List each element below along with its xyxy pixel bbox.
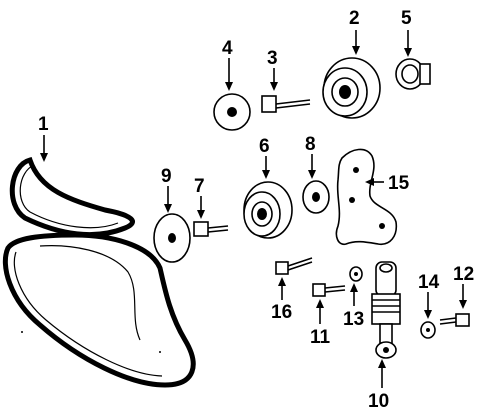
callout-7: 7 [194,176,205,197]
callout-13: 13 [343,309,364,330]
callout-2: 2 [349,8,360,29]
tensioner-damper [371,261,401,359]
callout-14: 14 [418,272,440,293]
callout-15: 15 [388,173,410,194]
callout-11: 11 [310,327,331,348]
nut [349,266,363,282]
speck-dot [159,351,161,353]
callout-labels: 1 2 3 4 5 6 7 8 9 10 11 12 13 14 15 16 [38,8,474,412]
tensioner-pulley [243,181,293,239]
leader-lines [40,30,467,388]
callout-8: 8 [305,134,316,155]
callout-5: 5 [401,8,412,29]
callout-12: 12 [453,264,474,285]
idler-pulley [322,57,381,119]
callout-16: 16 [271,302,292,323]
spacer [420,321,436,339]
lower-bolt [439,313,470,327]
speck-dot [21,331,23,333]
callout-10: 10 [368,391,389,412]
bracket-bolt [275,257,313,275]
damper-bolt [312,283,346,297]
callout-9: 9 [161,166,172,187]
callout-6: 6 [259,136,270,157]
washer [302,180,330,214]
callout-3: 3 [267,48,278,69]
bolt [261,95,311,113]
pulley-bolt [193,221,229,237]
drive-belt [2,157,196,388]
tensioner-bracket [335,148,398,246]
pulley-cap [395,58,431,90]
callout-4: 4 [222,38,233,59]
callout-1: 1 [38,114,49,135]
cover-disc [153,213,191,263]
pulley-cover [213,93,251,131]
